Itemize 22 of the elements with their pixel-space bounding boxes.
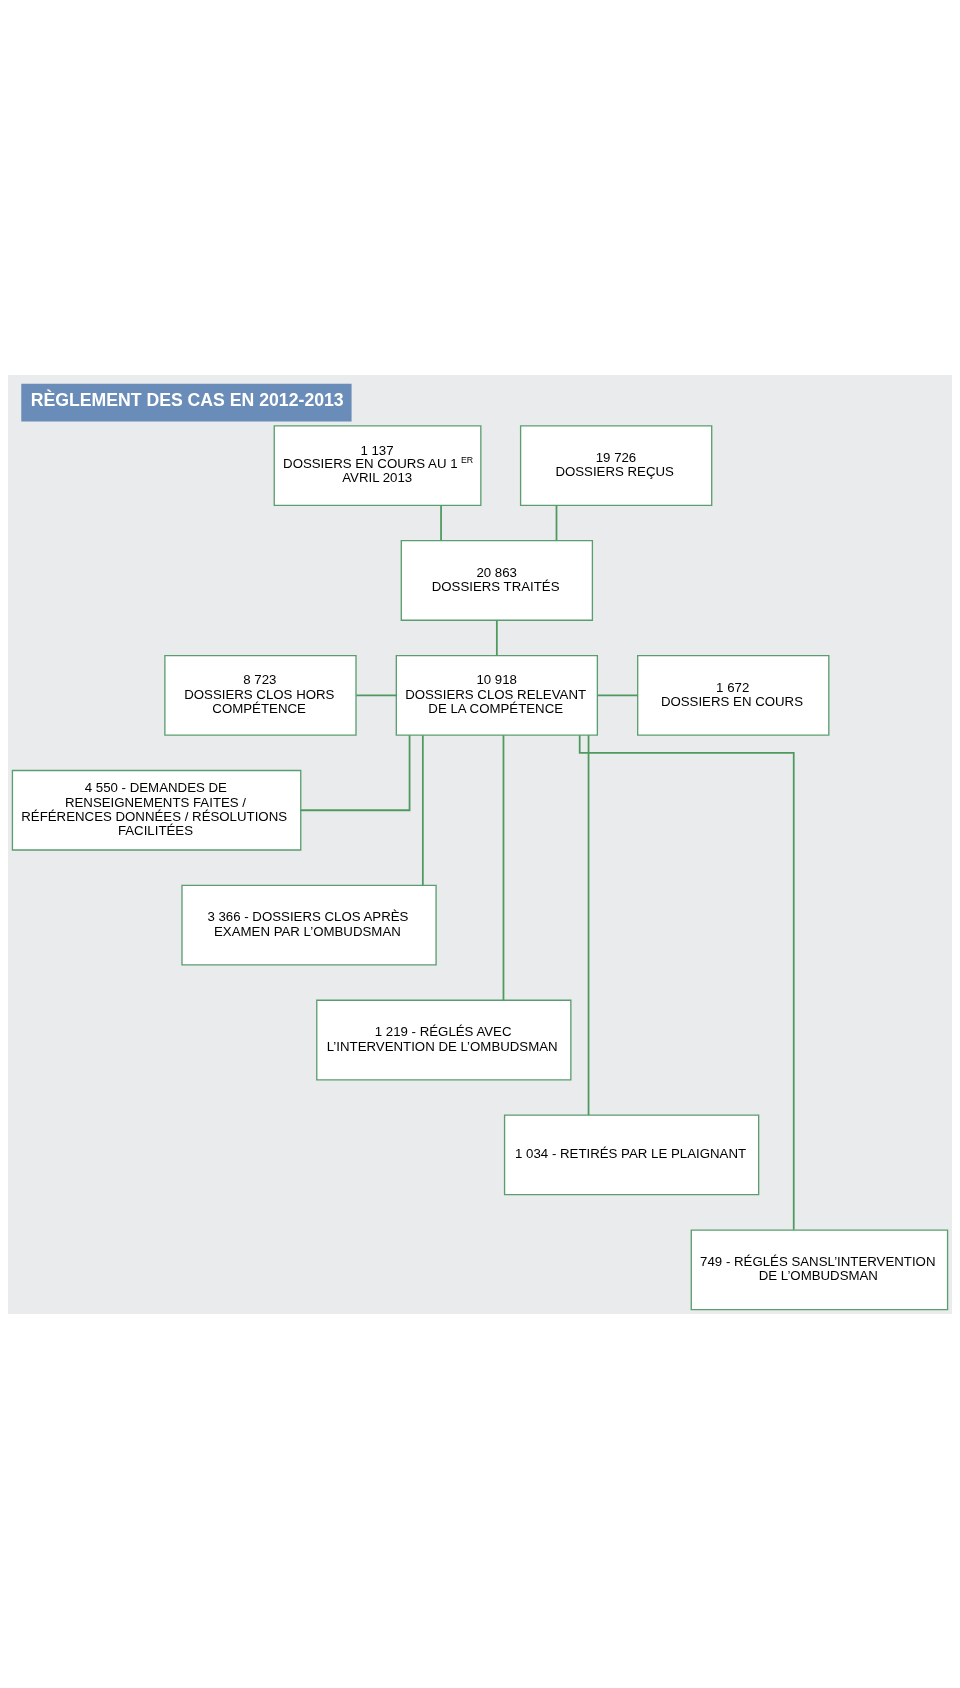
node-box: 3 366 - DOSSIERS CLOS APRÈS EXAMEN PAR L’OMBUDSMAN (181, 884, 437, 966)
node-box: 1 034 - RETIRÉS PAR LE PLAIGNANT (503, 1114, 760, 1195)
connector (502, 733, 505, 1001)
node-box: 10 918 DOSSIERS CLOS RELEVANT DE LA COMPÉTENCE (395, 654, 599, 736)
connector (555, 504, 558, 542)
node-box: 20 863 DOSSIERS TRAITÉS (400, 539, 594, 621)
node-box: 4 550 - DEMANDES DE RENSEIGNEMENTS FAITES / RÉFÉRENCES DONNÉES / RÉSOLUTIONS FACILITÉES (11, 769, 302, 851)
diagram-title: RÈGLEMENT DES CAS EN 2012-2013 (30, 389, 344, 410)
node-box: 8 723 DOSSIERS CLOS HORS COMPÉTENCE (164, 654, 357, 736)
node-box: 749 - RÉGLÉS SANSL’INTERVENTION DE L’OMBUDSMAN (690, 1228, 949, 1310)
node-box: 1 137 DOSSIERS EN COURS AU 1$^{ER}$ AVRIL 2013 (273, 424, 482, 506)
connector (495, 618, 498, 656)
node-box: 19 726 DOSSIERS REÇUS (519, 424, 713, 506)
connector (421, 734, 424, 886)
node-box: 1 672 DOSSIERS EN COURS (637, 654, 830, 736)
connector (299, 733, 411, 811)
connector (596, 693, 639, 696)
connector (355, 693, 398, 696)
node-box: 1 219 - RÉGLÉS AVEC L’INTERVENTION DE L’OMBUDSMAN (316, 999, 572, 1080)
connector (578, 733, 795, 1231)
connector (587, 733, 590, 1116)
connector (440, 504, 442, 542)
